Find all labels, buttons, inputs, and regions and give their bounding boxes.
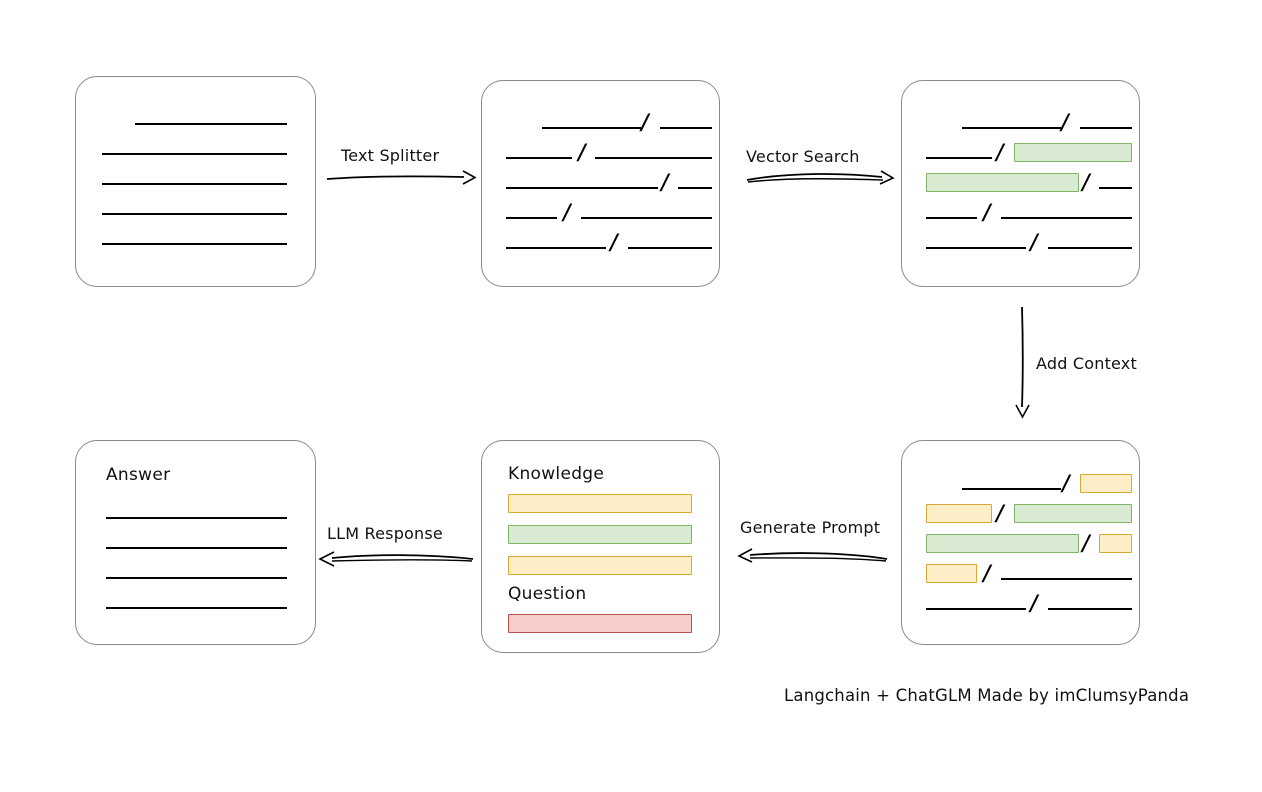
document-line-segment xyxy=(926,217,977,219)
edge-arrow-llm-response xyxy=(318,551,474,567)
separator-slash: / xyxy=(996,139,1004,164)
document-line-segment xyxy=(581,217,712,219)
answer-line xyxy=(106,547,287,549)
separator-slash: / xyxy=(1062,470,1070,495)
separator-slash: / xyxy=(983,199,991,224)
document-line-segment xyxy=(506,187,658,189)
matched-chunk-chip[interactable] xyxy=(926,534,1079,553)
separator-slash: / xyxy=(1082,169,1090,194)
edge-label-generate-prompt: Generate Prompt xyxy=(740,518,881,537)
separator-slash: / xyxy=(578,139,586,164)
document-line-segment xyxy=(506,157,572,159)
separator-slash: / xyxy=(610,229,618,254)
document-line-segment xyxy=(678,187,712,189)
separator-slash: / xyxy=(1030,590,1038,615)
knowledge-bar[interactable] xyxy=(508,556,692,575)
question-label: Question xyxy=(508,584,587,604)
document-line-segment xyxy=(542,127,641,129)
document-line-segment xyxy=(926,608,1026,610)
answer-box[interactable]: Answer xyxy=(75,440,316,645)
context-chunk-chip[interactable] xyxy=(926,504,992,523)
document-line xyxy=(102,243,287,245)
answer-line xyxy=(106,607,287,609)
separator-slash: / xyxy=(983,560,991,585)
document-line-segment xyxy=(962,488,1061,490)
source-document-box[interactable] xyxy=(75,76,316,287)
prompt-box[interactable]: Knowledge Question xyxy=(481,440,720,653)
context-chunk-chip[interactable] xyxy=(1080,474,1132,493)
separator-slash: / xyxy=(1061,109,1069,134)
document-line-segment xyxy=(1001,217,1132,219)
edge-arrow-generate-prompt xyxy=(737,548,888,563)
knowledge-bar[interactable] xyxy=(508,494,692,513)
context-chunk-chip[interactable] xyxy=(926,564,977,583)
footer-credit: Langchain + ChatGLM Made by imClumsyPand… xyxy=(784,686,1190,705)
edge-label-llm-response: LLM Response xyxy=(327,524,443,543)
document-line-segment xyxy=(926,247,1026,249)
edge-label-text-splitter: Text Splitter xyxy=(341,146,440,165)
question-bar[interactable] xyxy=(508,614,692,633)
document-line-segment xyxy=(506,217,557,219)
document-line-segment xyxy=(1048,608,1132,610)
document-line-segment xyxy=(628,247,712,249)
document-line-segment xyxy=(660,127,712,129)
split-document-box[interactable]: / / / / / xyxy=(481,80,720,287)
document-line-segment xyxy=(595,157,712,159)
separator-slash: / xyxy=(1030,229,1038,254)
matched-chunk-chip[interactable] xyxy=(926,173,1079,192)
answer-label: Answer xyxy=(106,465,171,485)
document-line xyxy=(102,183,287,185)
document-line-segment xyxy=(506,247,606,249)
document-line xyxy=(135,123,287,125)
context-chunk-chip[interactable] xyxy=(1099,534,1132,553)
edge-label-vector-search: Vector Search xyxy=(746,147,860,166)
knowledge-label: Knowledge xyxy=(508,464,605,484)
edge-arrow-add-context xyxy=(1015,306,1030,419)
separator-slash: / xyxy=(1082,530,1090,555)
document-line-segment xyxy=(962,127,1061,129)
edge-arrow-vector-search xyxy=(746,170,895,185)
knowledge-bar[interactable] xyxy=(508,525,692,544)
document-line-segment xyxy=(1048,247,1132,249)
separator-slash: / xyxy=(661,169,669,194)
edge-label-add-context: Add Context xyxy=(1036,354,1137,373)
document-line-segment xyxy=(1080,127,1132,129)
context-document-box[interactable]: / / / / / xyxy=(901,440,1140,645)
document-line-segment xyxy=(1001,578,1132,580)
edge-arrow-text-splitter xyxy=(326,170,477,185)
separator-slash: / xyxy=(563,199,571,224)
document-line xyxy=(102,153,287,155)
document-line-segment xyxy=(926,157,992,159)
document-line xyxy=(102,213,287,215)
answer-line xyxy=(106,577,287,579)
separator-slash: / xyxy=(996,500,1004,525)
document-line-segment xyxy=(1099,187,1132,189)
matched-chunk-chip[interactable] xyxy=(1014,504,1132,523)
separator-slash: / xyxy=(641,109,649,134)
search-result-document-box[interactable]: / / / / / xyxy=(901,80,1140,287)
answer-line xyxy=(106,517,287,519)
matched-chunk-chip[interactable] xyxy=(1014,143,1132,162)
